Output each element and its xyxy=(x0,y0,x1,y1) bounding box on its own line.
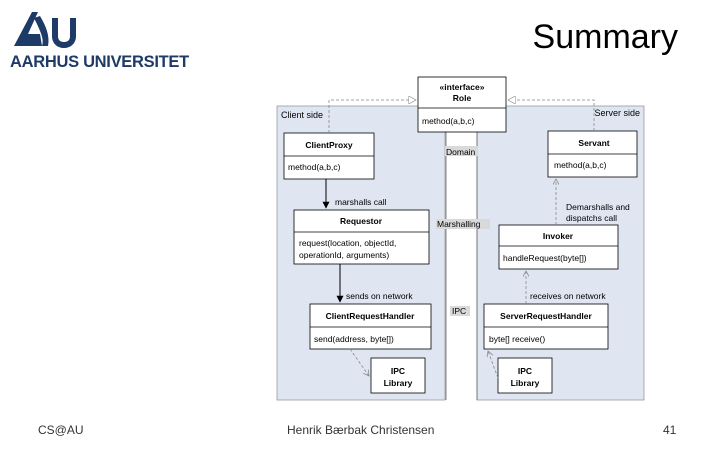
requestor-method-line1: request(location, objectId, xyxy=(299,238,396,248)
invoker-name: Invoker xyxy=(543,231,574,241)
lane-marshalling-bg xyxy=(436,219,490,229)
ipc-library-right-line1: IPC xyxy=(518,366,532,376)
client-proxy-method: method(a,b,c) xyxy=(288,162,341,172)
role-interface-box: «interface» Role method(a,b,c) xyxy=(417,76,507,133)
page-number: 41 xyxy=(663,423,677,437)
footer-left: CS@AU xyxy=(38,423,84,437)
role-method: method(a,b,c) xyxy=(422,116,475,126)
lane-ipc-bg xyxy=(450,306,470,316)
label-demarshalls-line1: Demarshalls and xyxy=(566,202,630,212)
label-marshalls-call: marshalls call xyxy=(335,197,387,207)
server-request-handler-box: ServerRequestHandler byte[] receive() xyxy=(483,303,609,350)
ipc-library-right-line2: Library xyxy=(511,378,540,388)
lane-domain-bg xyxy=(445,146,478,156)
realization-arrow-server xyxy=(508,100,595,131)
slide-title: Summary xyxy=(532,18,678,56)
requestor-method-line2: operationId, arguments) xyxy=(299,250,389,260)
client-request-handler-name: ClientRequestHandler xyxy=(326,311,415,321)
server-side-label: Server side xyxy=(594,108,640,118)
ipc-library-left-box: IPC Library xyxy=(370,357,426,394)
servant-name: Servant xyxy=(578,138,609,148)
ipc-library-left-line2: Library xyxy=(384,378,413,388)
label-sends-on-network: sends on network xyxy=(346,291,413,301)
invoker-box: Invoker handleRequest(byte[]) xyxy=(498,224,619,270)
requestor-box: Requestor request(location, objectId, op… xyxy=(293,209,430,265)
client-proxy-box: ClientProxy method(a,b,c) xyxy=(283,132,375,180)
lane-ipc-label: IPC xyxy=(452,306,466,316)
arrow-crh-to-ipc-left xyxy=(349,348,369,376)
client-proxy-name: ClientProxy xyxy=(305,140,353,150)
footer-author: Henrik Bærbak Christensen xyxy=(287,423,435,437)
requestor-name: Requestor xyxy=(340,216,383,226)
server-request-handler-name: ServerRequestHandler xyxy=(500,311,592,321)
aarhus-logo-icon xyxy=(14,12,76,48)
realization-arrow-client xyxy=(328,100,416,133)
servant-box: Servant method(a,b,c) xyxy=(547,130,638,178)
servant-method: method(a,b,c) xyxy=(554,160,607,170)
role-name: Role xyxy=(453,93,472,103)
lane-marshalling-label: Marshalling xyxy=(437,219,481,229)
invoker-method: handleRequest(byte[]) xyxy=(503,253,587,263)
label-demarshalls-line2: dispatchs call xyxy=(566,213,617,223)
role-stereotype: «interface» xyxy=(440,82,485,92)
ipc-library-right-box: IPC Library xyxy=(497,357,553,394)
client-side-label: Client side xyxy=(281,110,323,120)
brand-name: AARHUS UNIVERSITET xyxy=(10,53,189,71)
lane-domain-label: Domain xyxy=(446,147,476,157)
label-receives-on-network: receives on network xyxy=(530,291,606,301)
server-request-handler-method: byte[] receive() xyxy=(489,334,545,344)
client-request-handler-box: ClientRequestHandler send(address, byte[… xyxy=(309,303,432,350)
ipc-library-left-line1: IPC xyxy=(391,366,405,376)
client-request-handler-method: send(address, byte[]) xyxy=(314,334,394,344)
